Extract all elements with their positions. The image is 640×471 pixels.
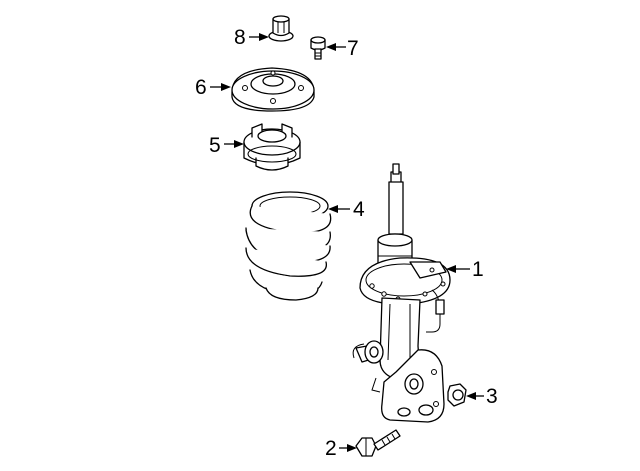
callout-7: 7 xyxy=(326,37,359,60)
callout-2: 2 xyxy=(325,437,357,460)
callout-8-number: 8 xyxy=(234,26,246,49)
callout-6: 6 xyxy=(195,76,231,99)
callout-5-number: 5 xyxy=(209,134,221,157)
part-8-nut xyxy=(268,15,294,42)
callout-5: 5 xyxy=(209,134,244,157)
callout-6-number: 6 xyxy=(195,76,207,99)
callout-2-number: 2 xyxy=(325,437,337,460)
part-1-strut xyxy=(352,163,451,423)
part-5-bearing-seat xyxy=(243,123,301,171)
callout-4: 4 xyxy=(328,198,365,221)
part-2-bolt xyxy=(355,429,401,457)
part-7-bolt xyxy=(310,36,326,60)
part-6-upper-mount xyxy=(231,67,315,112)
part-3-nut xyxy=(447,383,467,407)
part-4-coil-spring xyxy=(245,191,332,301)
callout-1: 1 xyxy=(446,258,484,281)
callout-3: 3 xyxy=(466,385,498,408)
callout-7-number: 7 xyxy=(347,37,359,60)
callout-8: 8 xyxy=(234,26,269,49)
callout-1-number: 1 xyxy=(472,258,484,281)
callout-4-number: 4 xyxy=(353,198,365,221)
callout-3-number: 3 xyxy=(486,385,498,408)
